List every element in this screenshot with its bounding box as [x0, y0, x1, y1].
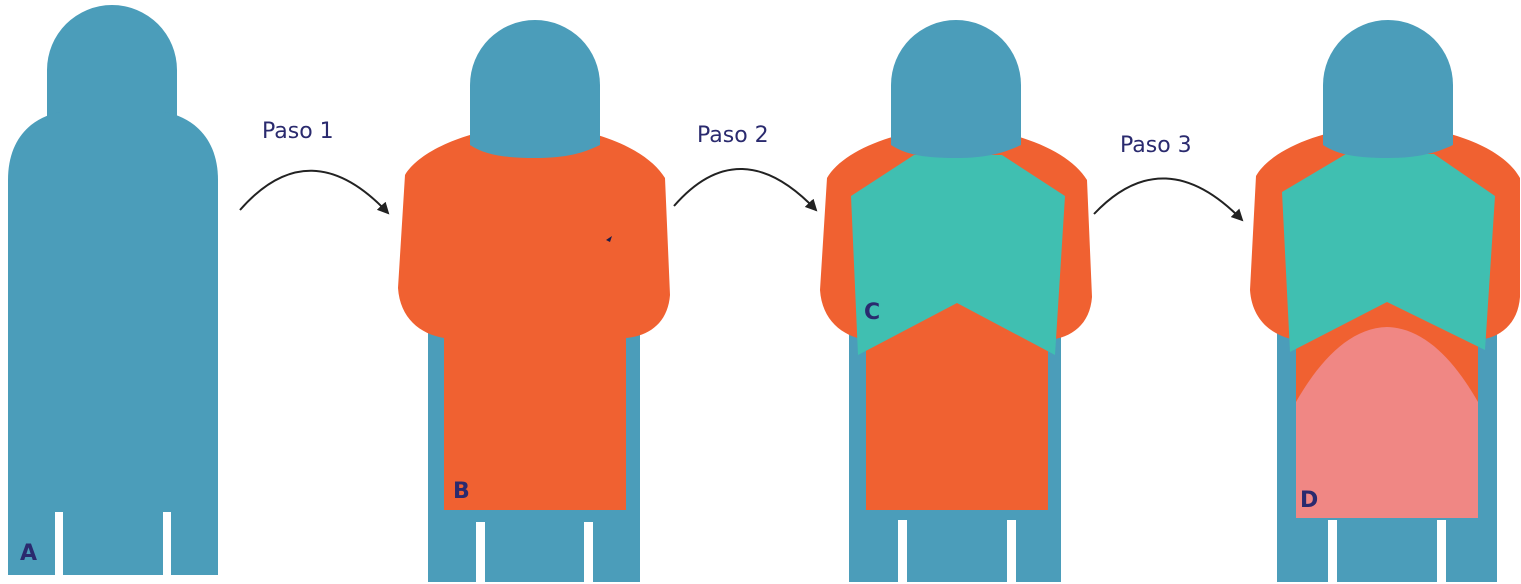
- step-3: Paso 3: [1094, 133, 1242, 220]
- figure-a: A: [8, 5, 218, 580]
- step-2-label: Paso 2: [697, 123, 769, 148]
- step-1-arrow: [240, 171, 388, 213]
- figure-d: D: [1250, 20, 1520, 584]
- figure-b: B: [398, 20, 670, 584]
- figure-d-leg-gap-left: [1328, 520, 1337, 584]
- step-2-arrow: [674, 169, 816, 210]
- figure-b-head: [470, 20, 600, 158]
- figure-a-leg-gap-left: [55, 512, 63, 580]
- figure-c-leg-gap-right: [1007, 520, 1016, 584]
- figure-d-label: D: [1300, 488, 1318, 513]
- figure-c: C: [820, 20, 1092, 584]
- figure-a-label: A: [20, 541, 37, 566]
- step-1-label: Paso 1: [262, 119, 334, 144]
- figure-a-leg-gap-right: [163, 512, 171, 580]
- figure-c-leg-gap-left: [898, 520, 907, 584]
- step-2: Paso 2: [674, 123, 816, 210]
- figure-b-leg-gap-left: [476, 522, 485, 584]
- figure-d-leg-gap-right: [1437, 520, 1446, 584]
- step-1: Paso 1: [240, 119, 388, 213]
- figure-c-head: [891, 20, 1021, 158]
- figure-c-label: C: [864, 300, 880, 325]
- figure-a-head: [47, 5, 177, 120]
- figure-d-head: [1323, 20, 1453, 158]
- step-3-label: Paso 3: [1120, 133, 1192, 158]
- figure-b-label: B: [453, 479, 470, 504]
- figure-b-leg-gap-right: [584, 522, 593, 584]
- figure-a-body: [8, 112, 218, 575]
- step-3-arrow: [1094, 178, 1242, 220]
